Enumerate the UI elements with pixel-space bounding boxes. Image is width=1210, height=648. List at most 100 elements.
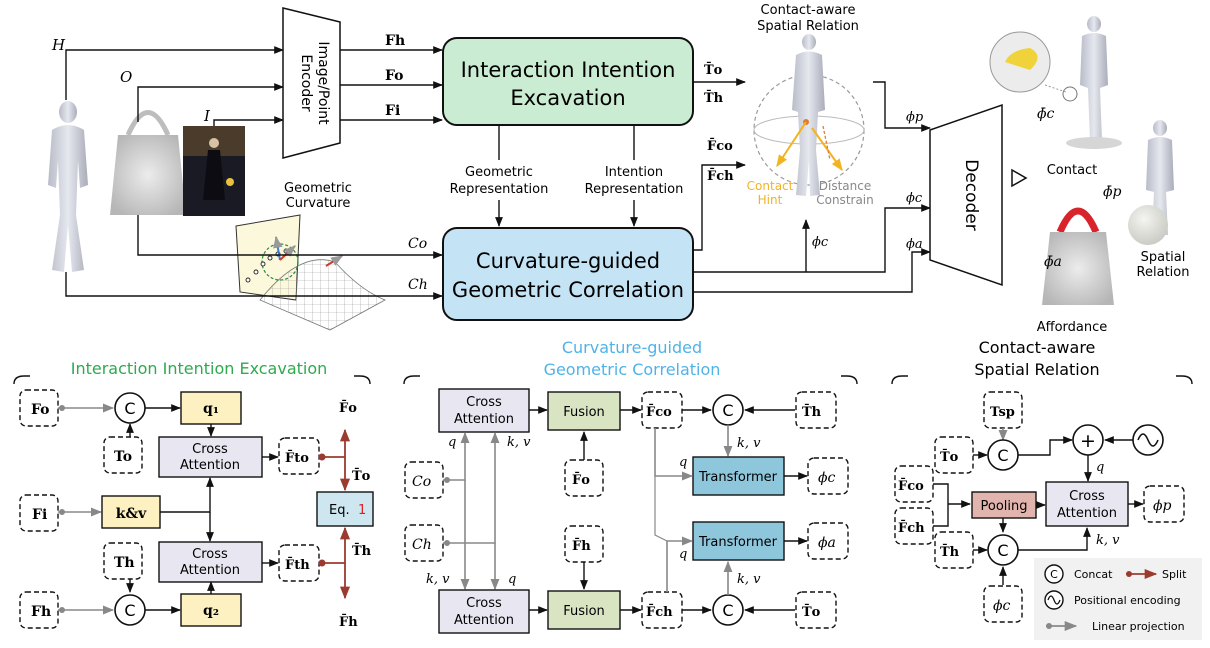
geo-rep-line2: Representation	[450, 182, 549, 197]
iie-title-line1: Interaction Intention	[461, 58, 676, 82]
contact-hint-line2: Hint	[758, 193, 783, 207]
iie-q2-box	[180, 593, 242, 627]
arrow-o-to-encoder	[137, 83, 284, 122]
cgc-section-line1: Curvature-guided	[562, 338, 702, 357]
cgc-phi-a: ϕa	[818, 535, 836, 551]
top-phi-c2-label: ϕc	[906, 191, 923, 206]
cgc-cross-attn-1	[438, 388, 530, 433]
feat-fi: Fi	[385, 103, 400, 119]
casr-bracket	[891, 375, 1193, 385]
casr-phi-c: ϕc	[993, 598, 1011, 614]
spatial-relation-figure	[753, 34, 865, 196]
svg-text:Attention: Attention	[454, 412, 514, 427]
svg-text:Attention: Attention	[180, 458, 240, 473]
svg-text:Cross: Cross	[466, 596, 502, 611]
svg-text:C: C	[997, 541, 1008, 560]
arrow-i-to-encoder	[213, 116, 284, 126]
distance-line1: Distance	[819, 179, 871, 193]
tok-fco: F̄co	[707, 137, 733, 154]
feat-ch: Ch	[408, 277, 428, 293]
casr-kv: k, v	[1096, 533, 1120, 548]
legend-concat: Concat	[1074, 568, 1113, 581]
casr-pooling	[971, 491, 1037, 519]
casr-to: T̄o	[940, 448, 959, 465]
casr-tsp: Tsp	[990, 405, 1015, 420]
legend-split: Split	[1162, 568, 1187, 581]
feat-co: Co	[408, 236, 427, 252]
casr-section-line1: Contact-aware	[979, 338, 1096, 357]
cgc-q-t2: q	[679, 547, 687, 562]
arrow-ch	[65, 272, 443, 300]
spatial-line2: Relation	[1137, 265, 1190, 280]
input-h-label: H	[51, 36, 66, 54]
cgc-to: T̄o	[802, 603, 821, 620]
svg-text:1: 1	[358, 503, 366, 518]
svg-text:Cross: Cross	[1069, 489, 1105, 504]
svg-text:C: C	[722, 601, 733, 620]
legend-pos: Positional encoding	[1074, 594, 1181, 607]
cgc-cross-attn-2	[438, 589, 530, 634]
iie-fth: F̄th	[285, 556, 310, 573]
encoder-block	[282, 7, 341, 159]
iie-section-title: Interaction Intention Excavation	[71, 359, 328, 378]
cgc-fusion-2	[547, 590, 621, 630]
cgc-q-top: q	[448, 435, 456, 450]
iie-th: Th	[114, 555, 135, 571]
contact-label: Contact	[1047, 163, 1098, 178]
decoder-label: Decoder	[961, 159, 981, 231]
cgc-fco: F̄co	[646, 403, 672, 420]
spatial-output-figure	[1128, 120, 1174, 245]
iie-eq-box	[316, 491, 374, 527]
cgc-q-t1: q	[679, 455, 687, 470]
iie-fi: Fi	[32, 507, 47, 523]
iie-q2: q₂	[203, 603, 219, 619]
input-o-label: O	[120, 68, 132, 86]
svg-text:Attention: Attention	[454, 613, 514, 628]
int-rep-line1: Intention	[605, 165, 663, 180]
svg-text:Transformer: Transformer	[698, 470, 778, 485]
svg-text:C: C	[124, 399, 135, 418]
svg-text:Cross: Cross	[192, 547, 228, 562]
arrow-co	[137, 215, 443, 259]
arrow-h-to-encoder	[65, 46, 284, 100]
tok-fch: F̄ch	[707, 167, 734, 184]
iie-q1: q₁	[203, 401, 219, 417]
iie-cross-attn-2	[158, 541, 263, 583]
svg-text:C: C	[124, 601, 135, 620]
iie-fh-bar: F̄h	[339, 613, 358, 630]
cgc-title-line2: Geometric Correlation	[452, 278, 684, 302]
cgc-block	[442, 227, 694, 321]
cgc-kv-t2: k, v	[737, 572, 761, 587]
encoder-label-line2: Encoder	[298, 54, 314, 111]
out-phi-c-bar: ϕ̄c	[1037, 106, 1055, 122]
out-phi-p-bar: ϕ̄p	[1103, 184, 1122, 200]
cgc-bracket	[403, 375, 858, 385]
iie-title-line2: Excavation	[510, 86, 625, 110]
svg-text:C: C	[1050, 568, 1058, 581]
iie-cross-attn-1	[158, 436, 263, 478]
geo-curv-line1: Geometric	[284, 181, 352, 196]
out-phi-a-bar: ϕ̄a	[1044, 254, 1062, 270]
geo-curv-line2: Curvature	[286, 196, 351, 211]
cgc-q-bot: q	[508, 572, 516, 587]
arrow-phic-decoder	[693, 204, 931, 273]
svg-text:Pooling: Pooling	[981, 499, 1028, 514]
svg-text:Fusion: Fusion	[563, 604, 605, 619]
cgc-fo: F̄o	[572, 471, 590, 488]
iie-kv-box	[101, 495, 161, 529]
svg-text:C: C	[722, 401, 733, 420]
cgc-phi-c: ϕc	[818, 470, 836, 486]
top-phi-p-label: ϕp	[906, 110, 924, 125]
casr-fco: F̄co	[898, 477, 924, 494]
iie-to: To	[114, 449, 132, 465]
cgc-ch: Ch	[412, 537, 432, 553]
svg-text:Attention: Attention	[1057, 506, 1117, 521]
iie-bracket	[13, 375, 371, 385]
casr-section-line2: Spatial Relation	[974, 360, 1099, 379]
iie-fto: F̄to	[285, 449, 309, 466]
distance-line2: Constrain	[816, 193, 874, 207]
feat-fh: Fh	[385, 33, 405, 49]
tok-to: T̄o	[704, 61, 723, 78]
svg-text:Attention: Attention	[180, 563, 240, 578]
image-input-photo	[183, 126, 245, 216]
